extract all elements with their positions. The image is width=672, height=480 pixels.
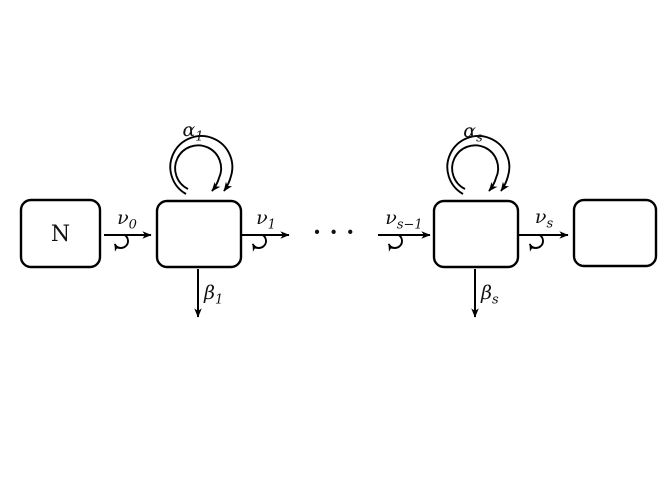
node-N-label: N [51, 222, 70, 247]
return-curl-icon [251, 234, 267, 252]
label-nu1-symbol: ν [256, 207, 268, 229]
node-end [572, 198, 658, 268]
self-loop-inner-arc [174, 144, 222, 192]
exit-beta1: β1 [194, 269, 223, 318]
label-nu0-subscript: 0 [129, 218, 137, 233]
label-nu1-subscript: 1 [268, 218, 276, 233]
label-beta-s-symbol: β [480, 282, 492, 304]
return-curl-icon [387, 234, 403, 252]
label-alpha-s: αs [463, 120, 483, 146]
label-beta1-symbol: β [203, 282, 215, 304]
label-beta-s-subscript: s [492, 293, 499, 308]
return-curl-icon [528, 234, 544, 252]
label-nu-s-minus-1: νs−1 [385, 207, 422, 233]
node-s-box [432, 199, 520, 269]
node-1-box [155, 199, 243, 269]
label-beta1-subscript: 1 [215, 293, 223, 308]
transition-nu1: ν1 [242, 207, 290, 252]
self-loop-outer-arc [446, 135, 511, 195]
node-1 [155, 199, 243, 269]
label-nu-s-minus-1-subscript: s−1 [397, 218, 423, 233]
label-beta1: β1 [203, 282, 223, 308]
transition-nu-s-minus-1: νs−1 [378, 207, 431, 252]
node-end-box [572, 198, 658, 268]
transition-nu0: ν0 [104, 207, 152, 252]
label-nu1: ν1 [256, 207, 276, 233]
label-nu-s-minus-1-symbol: ν [385, 207, 397, 229]
label-beta-s: βs [480, 282, 499, 308]
label-alpha1: α1 [182, 119, 203, 145]
self-loop-alpha1: α1 [169, 119, 234, 195]
label-alpha1-symbol: α [182, 119, 195, 141]
label-nu0: ν0 [117, 207, 137, 233]
node-s [432, 199, 520, 269]
label-alpha1-subscript: 1 [195, 130, 203, 145]
label-nu0-symbol: ν [117, 207, 129, 229]
label-nu-s-symbol: ν [535, 206, 547, 228]
label-nu-s: νs [535, 206, 554, 232]
label-nu-s-subscript: s [546, 217, 553, 232]
exit-beta-s: βs [471, 269, 499, 318]
ellipsis-dots: ··· [313, 219, 363, 246]
node-N: N [19, 198, 102, 269]
return-curl-icon [113, 234, 129, 252]
self-loop-outer-arc [169, 135, 234, 195]
label-alpha-s-symbol: α [463, 120, 476, 142]
node-N-box [19, 198, 102, 269]
self-loop-inner-arc [451, 144, 499, 192]
self-loop-alpha-s: αs [446, 120, 511, 195]
label-alpha-s-subscript: s [476, 131, 483, 146]
transition-nu-s: νs [519, 206, 569, 252]
